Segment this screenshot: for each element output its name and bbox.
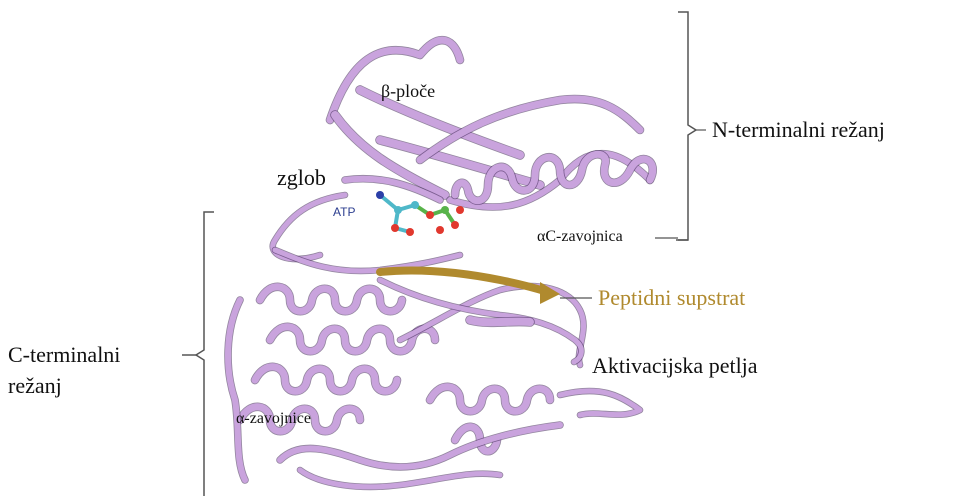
- leader-lines: [560, 129, 706, 299]
- alpha-helices: [224, 282, 644, 491]
- peptide-substrate: [376, 266, 560, 304]
- label-atp: ATP: [333, 205, 356, 219]
- label-alpha-helices: α-zavojnice: [236, 410, 312, 427]
- label-n-lobe: N-terminalni režanj: [712, 117, 885, 142]
- label-peptide-substrate: Peptidni supstrat: [598, 285, 746, 310]
- atp-molecule: [376, 191, 464, 236]
- c-lobe-bracket: [182, 211, 214, 496]
- label-c-lobe-line1: C-terminalni: [8, 342, 121, 367]
- label-alpha-c-helix: αC-zavojnica: [537, 228, 623, 245]
- label-c-lobe-line2: režanj: [8, 373, 62, 398]
- protein-ribbon: [224, 35, 657, 491]
- label-activation-loop: Aktivacijska petlja: [592, 353, 758, 378]
- label-beta-sheets: β-ploče: [381, 81, 436, 101]
- n-lobe-bracket: [676, 11, 698, 241]
- activation-loop: [376, 276, 585, 366]
- alpha-c-helix: [450, 150, 657, 205]
- label-hinge: zglob: [277, 165, 326, 190]
